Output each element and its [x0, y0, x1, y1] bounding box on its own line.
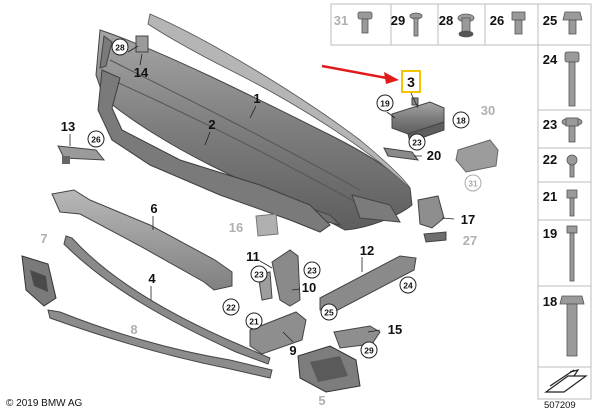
diagram-icon — [544, 369, 588, 393]
part-4-strip — [63, 235, 271, 365]
part-10-11-brackets — [257, 249, 301, 307]
part-8-trim — [47, 309, 273, 379]
part-6-bar — [51, 189, 233, 291]
highlight-arrow — [321, 64, 399, 84]
fastener-icons-column — [559, 51, 585, 357]
part-5-bracket — [297, 345, 361, 393]
fastener-panel-frame — [330, 3, 592, 400]
part-14-clip — [135, 35, 149, 53]
part-7-grille — [21, 255, 57, 307]
part-16-block — [255, 213, 279, 237]
part-13-bracket — [57, 145, 106, 164]
fastener-icons-top — [357, 11, 583, 38]
part-3-bracket — [391, 97, 445, 143]
part-15-bracket — [333, 325, 381, 349]
part-30-bracket — [455, 139, 499, 173]
part-20-clip — [383, 147, 420, 161]
part-12-bar — [319, 255, 417, 313]
part-17-bracket — [417, 195, 447, 243]
part-9-bracket — [249, 311, 307, 355]
part-1-bumper-carrier — [95, 13, 413, 231]
part-2-absorber — [97, 35, 331, 233]
leader-lines — [69, 45, 455, 343]
